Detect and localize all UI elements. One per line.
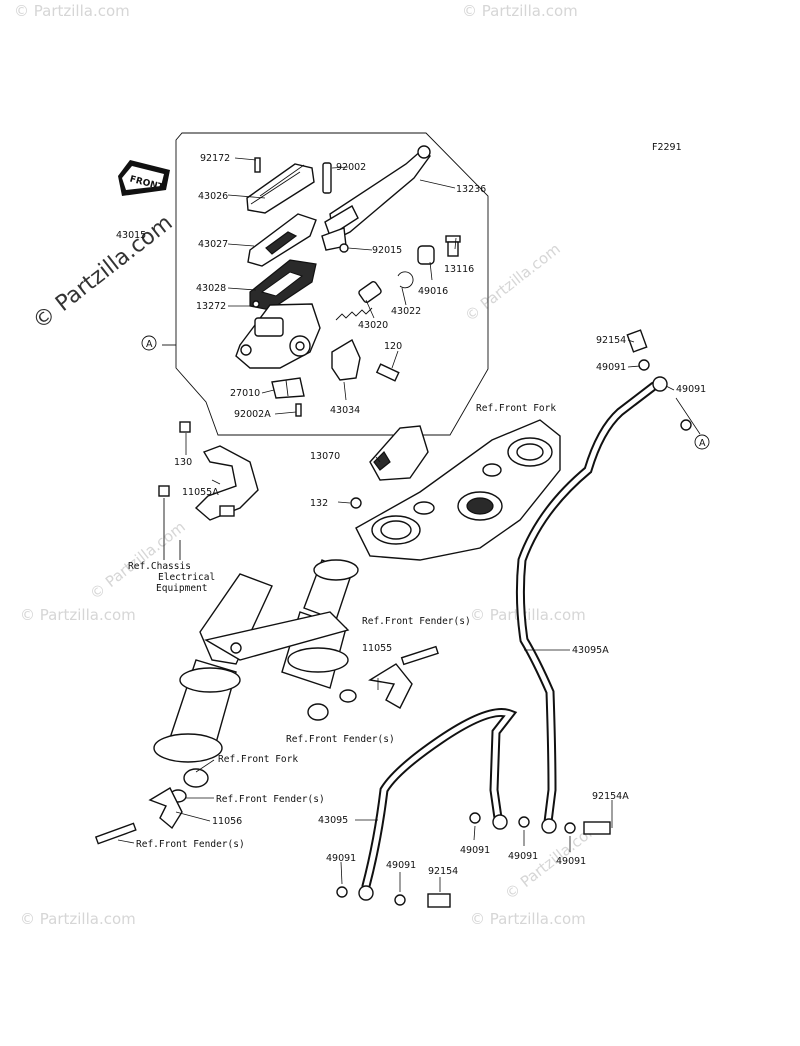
brake-hose-43095: [361, 708, 518, 891]
label-49091-e: 49091: [556, 856, 586, 867]
brake-lever: [321, 145, 431, 251]
label-49091-b: 49091: [386, 860, 416, 871]
label-49091-a: 49091: [326, 853, 356, 864]
banjo-bolt-120: [375, 363, 400, 382]
brake-hose-43095A: [515, 381, 659, 827]
label-92154-top: 92154: [596, 335, 626, 346]
label-132: 132: [310, 498, 328, 509]
label-43095A: 43095A: [572, 645, 609, 656]
label-11055A: 11055A: [182, 487, 219, 498]
master-cylinder-body: [235, 303, 321, 369]
part-labels: 92172 92002 13236 43026 43015 43027 9201…: [116, 153, 706, 877]
callout-a-left: [141, 335, 157, 351]
upper-triple-clamp: [355, 419, 561, 561]
hose-guide-13070: [369, 425, 429, 481]
label-ref-front-fender-1: Ref.Front Fender(s): [362, 616, 471, 627]
lower-bracket-arm: [204, 611, 350, 661]
bolt-132: [350, 497, 362, 509]
label-92002A: 92002A: [234, 409, 271, 420]
label-13236: 13236: [456, 184, 486, 195]
front-arrow-icon: FRONT: [118, 160, 170, 196]
label-49091-top: 49091: [596, 362, 626, 373]
reservoir-plate: [247, 213, 317, 267]
label-27010: 27010: [230, 388, 260, 399]
bolt-130: [179, 421, 191, 433]
lever-bracket: [331, 338, 361, 381]
label-ref-front-fender-4: Ref.Front Fender(s): [136, 839, 245, 850]
label-ref-front-fork-top: Ref.Front Fork: [476, 403, 556, 414]
reservoir-diaphragm: [249, 259, 317, 311]
callout-a-left-letter: A: [146, 339, 153, 350]
reservoir-cap: [246, 163, 315, 214]
callout-a-right: [694, 434, 710, 450]
label-ref-front-fender-2: Ref.Front Fender(s): [286, 734, 395, 745]
watermark: © Partzilla.com: [470, 606, 586, 624]
watermark: © Partzilla.com: [20, 606, 136, 624]
fender-mounts: [94, 645, 439, 845]
label-92002: 92002: [336, 162, 366, 173]
label-ref-chassis-3: Equipment: [156, 583, 207, 594]
label-13272: 13272: [196, 301, 226, 312]
screws: [252, 157, 349, 417]
pivot-bolt: [322, 162, 332, 194]
label-49016: 49016: [418, 286, 448, 297]
label-11055: 11055: [362, 643, 392, 654]
label-92154A: 92154A: [592, 791, 629, 802]
label-43020: 43020: [358, 320, 388, 331]
callout-a-right-letter: A: [699, 438, 706, 449]
piston-assembly: [335, 281, 382, 321]
watermark-main: © Partzilla.com: [28, 211, 177, 335]
label-13070: 13070: [310, 451, 340, 462]
banjo-fittings: [336, 329, 692, 908]
label-ref-chassis-1: Ref.Chassis: [128, 561, 191, 572]
label-43022: 43022: [391, 306, 421, 317]
label-49091-right: 49091: [676, 384, 706, 395]
label-43034: 43034: [330, 405, 360, 416]
bracket-11055A: [194, 445, 259, 521]
watermark: © Partzilla.com: [14, 2, 130, 20]
label-130: 130: [174, 457, 192, 468]
watermark: © Partzilla.com: [462, 2, 578, 20]
figure-code: F2291: [652, 142, 682, 153]
label-43015: 43015: [116, 230, 146, 241]
master-cylinder-group-box: [175, 132, 489, 436]
label-43026: 43026: [198, 191, 228, 202]
watermark: © Partzilla.com: [20, 910, 136, 928]
snap-ring: [397, 271, 414, 289]
bolt-chassis: [158, 485, 170, 497]
label-ref-chassis-2: Electrical: [158, 572, 215, 583]
watermark: © Partzilla.com: [470, 910, 586, 928]
clamp: [271, 377, 305, 399]
label-92154-bottom: 92154: [428, 866, 458, 877]
label-ref-front-fork-2: Ref.Front Fork: [218, 754, 298, 765]
label-92172: 92172: [200, 153, 230, 164]
label-49091-d: 49091: [508, 851, 538, 862]
fork-right: [281, 559, 359, 689]
label-43027: 43027: [198, 239, 228, 250]
brake-switch: [445, 235, 461, 257]
label-49091-c: 49091: [460, 845, 490, 856]
dust-boot: [417, 245, 435, 265]
fork-left: [153, 573, 273, 763]
label-11056: 11056: [212, 816, 242, 827]
watermark: © Partzilla.com: [461, 240, 563, 325]
leader-lines: [117, 157, 701, 892]
label-43028: 43028: [196, 283, 226, 294]
label-43095: 43095: [318, 815, 348, 826]
label-120: 120: [384, 341, 402, 352]
label-13116: 13116: [444, 264, 474, 275]
label-92015: 92015: [372, 245, 402, 256]
label-ref-front-fender-3: Ref.Front Fender(s): [216, 794, 325, 805]
